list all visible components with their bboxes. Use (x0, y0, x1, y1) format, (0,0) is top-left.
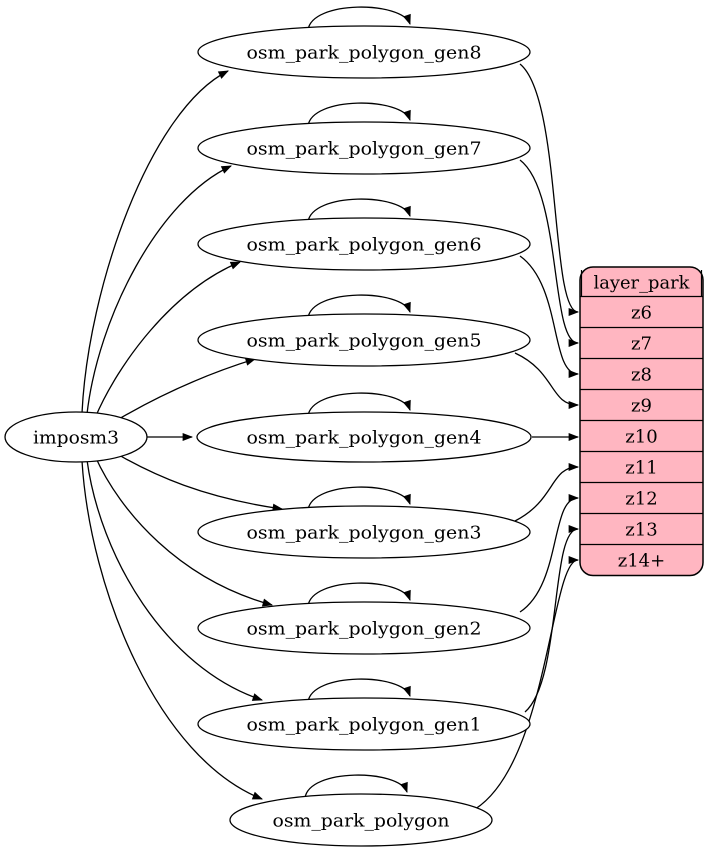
node-osm_park_polygon: osm_park_polygon (229, 793, 493, 847)
record-header-cell-borders (580, 270, 703, 297)
node-ellipse-osm_park_polygon_gen2 (197, 601, 531, 655)
node-ellipse-osm_park_polygon_gen8 (197, 25, 531, 79)
node-ellipse-imposm3 (4, 411, 148, 463)
edge-osm_park_polygon_gen8-to-layer_park-z6 (519, 63, 580, 316)
edge-imposm3-to-osm_park_polygon (81, 460, 263, 800)
edge-osm_park_polygon_gen5-to-layer_park-z9 (514, 352, 580, 410)
node-label-osm_park_polygon_gen7: osm_park_polygon_gen7 (247, 139, 482, 160)
node-imposm3: imposm3 (4, 411, 148, 463)
record-node-layer_park: layer_park z6 z7 z8 z9 z10 z11 z12 z13 z14+ (579, 266, 704, 577)
node-label-osm_park_polygon_gen2: osm_park_polygon_gen2 (247, 619, 482, 640)
record-row-label-z10: z10 (625, 427, 657, 448)
self-loop-osm_park_polygon_gen6 (307, 198, 411, 223)
node-label-imposm3: imposm3 (33, 428, 119, 449)
node-ellipse-osm_park_polygon_gen6 (197, 217, 531, 271)
node-osm_park_polygon_gen3: osm_park_polygon_gen3 (197, 505, 531, 559)
edge-osm_park_polygon_gen7-to-layer_park-z7 (519, 159, 580, 348)
edge-imposm3-to-osm_park_polygon_gen7 (86, 165, 232, 415)
self-loop-osm_park_polygon_gen1 (307, 678, 411, 703)
record-row-label-z6: z6 (631, 303, 652, 324)
self-loop-osm_park_polygon_gen3 (307, 486, 411, 511)
edge-imposm3-to-osm_park_polygon_gen3 (111, 450, 284, 512)
node-osm_park_polygon_gen8: osm_park_polygon_gen8 (197, 25, 531, 79)
self-loop-osm_park_polygon_gen5 (307, 294, 411, 319)
node-label-osm_park_polygon_gen3: osm_park_polygon_gen3 (247, 523, 482, 544)
nodes-layer: imposm3 osm_park_polygon_gen8 osm_park_pol… (4, 25, 704, 847)
record-row-label-z9: z9 (631, 396, 652, 417)
edge-osm_park_polygon_gen3-to-layer_park-z11 (514, 462, 580, 522)
edge-imposm3-to-osm_park_polygon_gen2 (94, 455, 274, 607)
self-loop-osm_park_polygon_gen8 (307, 6, 411, 31)
self-loop-osm_park_polygon (304, 774, 408, 799)
record-row-label-z11: z11 (625, 458, 657, 479)
edge-imposm3-to-osm_park_polygon_gen6 (94, 261, 241, 419)
node-ellipse-osm_park_polygon_gen3 (197, 505, 531, 559)
record-row-label-z12: z12 (625, 489, 657, 510)
node-ellipse-osm_park_polygon_gen1 (197, 697, 531, 751)
node-osm_park_polygon_gen5: osm_park_polygon_gen5 (197, 313, 531, 367)
edge-osm_park_polygon_gen6-to-layer_park-z8 (519, 255, 580, 379)
node-osm_park_polygon_gen6: osm_park_polygon_gen6 (197, 217, 531, 271)
node-ellipse-osm_park_polygon_gen5 (197, 313, 531, 367)
record-row-label-z7: z7 (631, 334, 652, 355)
node-ellipse-osm_park_polygon_gen4 (196, 411, 532, 463)
node-label-osm_park_polygon_gen5: osm_park_polygon_gen5 (247, 331, 482, 352)
node-osm_park_polygon_gen7: osm_park_polygon_gen7 (197, 121, 531, 175)
record-row-label-z8: z8 (631, 365, 652, 386)
node-label-osm_park_polygon_gen1: osm_park_polygon_gen1 (247, 715, 482, 736)
record-row-label-z13: z13 (625, 520, 657, 541)
edge-osm_park_polygon-to-layer_park-z14+ (469, 556, 580, 813)
node-osm_park_polygon_gen2: osm_park_polygon_gen2 (197, 601, 531, 655)
self-loop-osm_park_polygon_gen7 (307, 102, 411, 127)
record-outline (579, 266, 704, 577)
self-loop-osm_park_polygon_gen2 (307, 582, 411, 607)
edge-imposm3-to-osm_park_polygon_gen1 (86, 459, 263, 701)
edge-osm_park_polygon_gen2-to-layer_park-z12 (519, 493, 580, 613)
node-label-osm_park_polygon_gen6: osm_park_polygon_gen6 (247, 235, 482, 256)
edges-layer (81, 6, 580, 813)
node-label-osm_park_polygon_gen8: osm_park_polygon_gen8 (247, 43, 482, 64)
node-label-osm_park_polygon: osm_park_polygon (273, 811, 450, 832)
node-label-osm_park_polygon_gen4: osm_park_polygon_gen4 (247, 428, 482, 449)
node-osm_park_polygon_gen4: osm_park_polygon_gen4 (196, 411, 532, 463)
node-osm_park_polygon_gen1: osm_park_polygon_gen1 (197, 697, 531, 751)
edge-imposm3-to-osm_park_polygon_gen5 (111, 357, 256, 424)
self-loop-osm_park_polygon_gen4 (307, 392, 411, 417)
record-header-label: layer_park (594, 272, 691, 293)
node-ellipse-osm_park_polygon (229, 793, 493, 847)
node-ellipse-osm_park_polygon_gen7 (197, 121, 531, 175)
edge-imposm3-to-osm_park_polygon_gen8 (81, 70, 229, 414)
record-row-label-z14+: z14+ (618, 551, 665, 572)
